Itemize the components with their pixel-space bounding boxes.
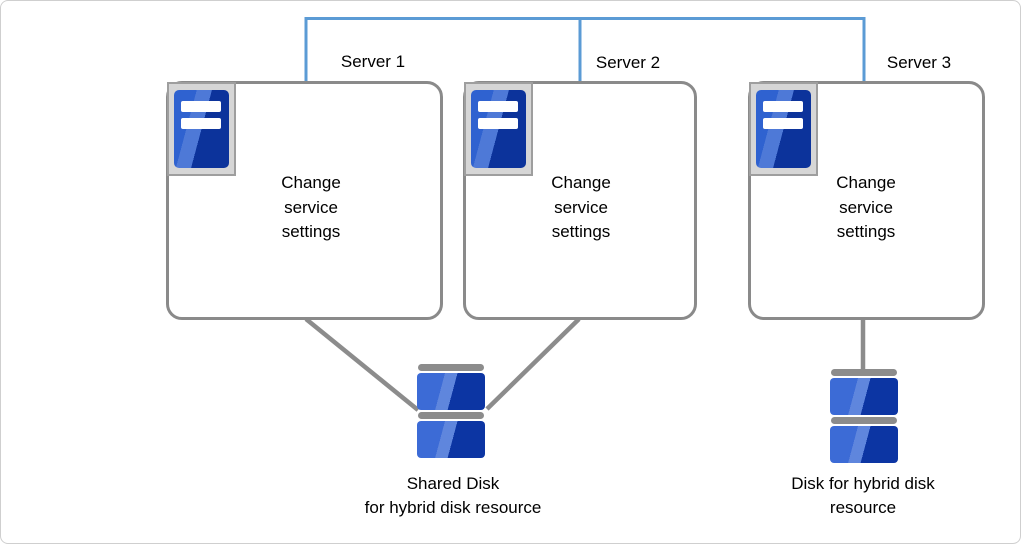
server3-action-text: Change service settings bbox=[836, 173, 896, 241]
disk-platter-bar bbox=[418, 412, 484, 419]
server-icon bbox=[464, 82, 533, 176]
server-icon-slot bbox=[763, 118, 803, 129]
server2-box bbox=[463, 81, 697, 320]
network-line bbox=[304, 17, 866, 81]
disk-platter-bar bbox=[831, 369, 897, 376]
disk-platter-bar bbox=[831, 417, 897, 424]
disk-stack-icon bbox=[830, 369, 898, 463]
disk-platter-bar bbox=[418, 364, 484, 371]
disk-unit bbox=[417, 373, 485, 410]
server-icon-slot bbox=[478, 101, 518, 112]
server2-action-text: Change service settings bbox=[551, 173, 611, 241]
server1-label: Server 1 bbox=[340, 52, 406, 71]
server2-label: Server 2 bbox=[595, 53, 661, 72]
server-icon-body bbox=[174, 90, 229, 168]
disk-unit bbox=[830, 378, 898, 415]
connector-server1-shared-disk bbox=[304, 317, 420, 412]
server-icon bbox=[749, 82, 818, 176]
server-icon-slot bbox=[181, 118, 221, 129]
server-icon-body bbox=[756, 90, 811, 168]
server-icon bbox=[167, 82, 236, 176]
server1-action-text: Change service settings bbox=[281, 173, 341, 241]
server-icon-slot bbox=[763, 101, 803, 112]
shared-disk-label: Shared Disk for hybrid disk resource bbox=[364, 474, 542, 517]
server-icon-slot bbox=[181, 101, 221, 112]
hybrid-disk-label: Disk for hybrid disk resource bbox=[791, 474, 935, 517]
disk-unit bbox=[830, 426, 898, 463]
connector-server2-shared-disk bbox=[485, 317, 581, 411]
server-icon-body bbox=[471, 90, 526, 168]
server3-label: Server 3 bbox=[886, 53, 952, 72]
server-icon-slot bbox=[478, 118, 518, 129]
disk-stack-icon bbox=[417, 364, 485, 458]
disk-unit bbox=[417, 421, 485, 458]
